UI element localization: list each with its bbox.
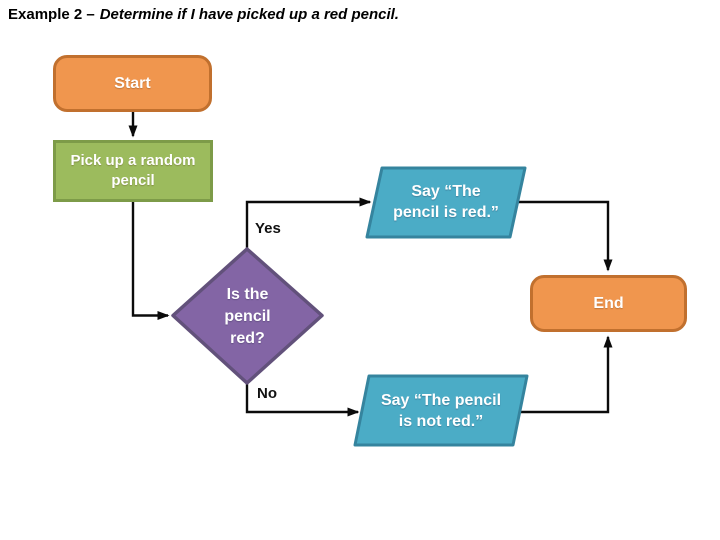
output-not-red-node-label: Say “The pencil is not red.”: [380, 392, 502, 430]
output-red-node-label: Say “The pencil is red.”: [393, 183, 499, 221]
connector-no-to-output-not-red: [245, 383, 360, 417]
title-prefix: Example 2 –: [8, 6, 95, 23]
yes-branch-label: Yes: [255, 220, 281, 237]
output-not-red-shape: [353, 374, 529, 447]
connector-process-to-decision: [131, 202, 170, 320]
slide-title: Example 2 –Determine if I have picked up…: [8, 6, 399, 23]
no-branch-label: No: [257, 385, 277, 402]
connector-output-not-red-to-end: [520, 335, 613, 414]
start-node: Start: [53, 55, 212, 112]
decision-diamond-shape: [171, 247, 324, 385]
process-node: Pick up a random pencil: [53, 140, 213, 202]
decision-node-label: Is the pencil red?: [224, 286, 271, 347]
connector-output-red-to-end: [517, 200, 613, 272]
end-node: End: [530, 275, 687, 332]
title-emphasis: Determine if I have picked up a red penc…: [99, 6, 399, 23]
connector-yes-to-output-red: [245, 197, 372, 249]
output-red-shape: [365, 166, 527, 239]
